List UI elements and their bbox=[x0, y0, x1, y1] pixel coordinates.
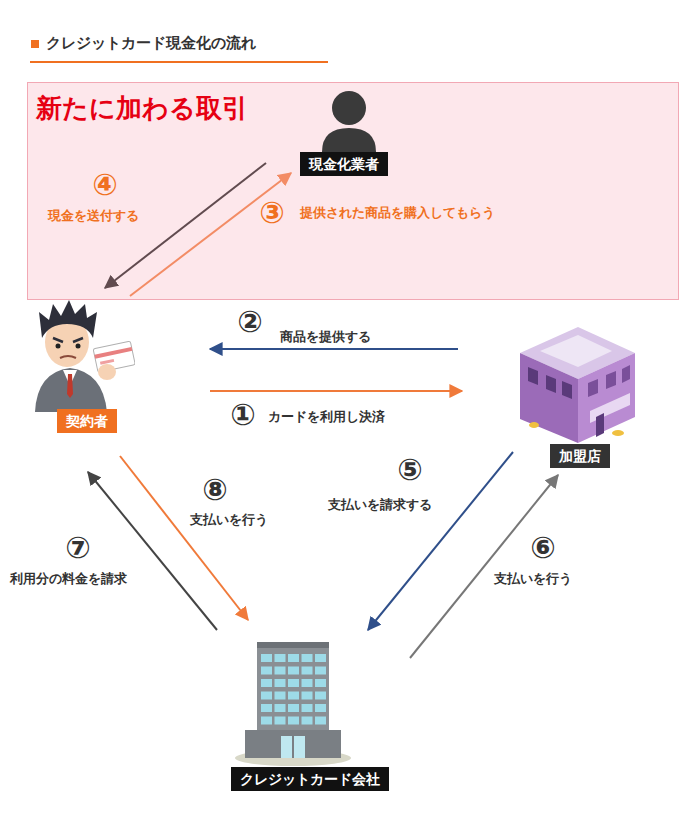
person-illustration bbox=[15, 290, 135, 415]
callout-number: ① bbox=[230, 399, 255, 431]
diagram-title: クレジットカード現金化の流れ bbox=[46, 34, 256, 53]
callout-number: ⑦ bbox=[65, 532, 90, 564]
transaction-band: 新たに加わる取引現金化業者 bbox=[27, 82, 679, 300]
callout-number: ② bbox=[237, 306, 262, 338]
title-underline bbox=[30, 61, 328, 63]
edge-label: カードを利用し決済 bbox=[268, 409, 385, 425]
actor-node: クレジットカード会社 bbox=[205, 640, 415, 792]
edge-label: 現金を送付する bbox=[48, 208, 139, 224]
tower-illustration bbox=[205, 640, 385, 768]
edge-label: 支払いを行う bbox=[190, 512, 268, 528]
band-heading: 新たに加わる取引 bbox=[36, 91, 248, 126]
actor-node: 加盟店 bbox=[500, 315, 640, 470]
callout-number: ④ bbox=[92, 169, 117, 201]
flow-arrow bbox=[410, 475, 558, 658]
flow-arrow bbox=[210, 348, 458, 350]
callout-number: ⑤ bbox=[397, 454, 422, 486]
title-bullet bbox=[31, 40, 39, 48]
actor-node: 契約者 bbox=[15, 290, 135, 435]
flow-arrow bbox=[368, 452, 513, 630]
callout-number: ⑥ bbox=[530, 532, 555, 564]
edge-label: 支払いを請求する bbox=[328, 497, 432, 513]
edge-label: 提供された商品を購入してもらう bbox=[300, 205, 495, 221]
edge-label: 支払いを行う bbox=[494, 571, 572, 587]
callout-number: ⑧ bbox=[202, 474, 227, 506]
silhouette-illustration bbox=[286, 86, 401, 156]
callout-number: ③ bbox=[259, 197, 284, 229]
actor-label: 契約者 bbox=[57, 409, 117, 433]
flow-arrow bbox=[210, 390, 462, 392]
shop-illustration bbox=[500, 315, 640, 447]
actor-node: 現金化業者 bbox=[286, 86, 401, 179]
edge-label: 利用分の料金を請求 bbox=[10, 571, 127, 587]
actor-label: 加盟店 bbox=[550, 444, 610, 468]
actor-label: 現金化業者 bbox=[300, 152, 388, 176]
edge-label: 商品を提供する bbox=[280, 329, 371, 345]
actor-label: クレジットカード会社 bbox=[231, 767, 389, 791]
flow-arrow bbox=[88, 472, 217, 630]
flow-arrow bbox=[120, 456, 248, 620]
